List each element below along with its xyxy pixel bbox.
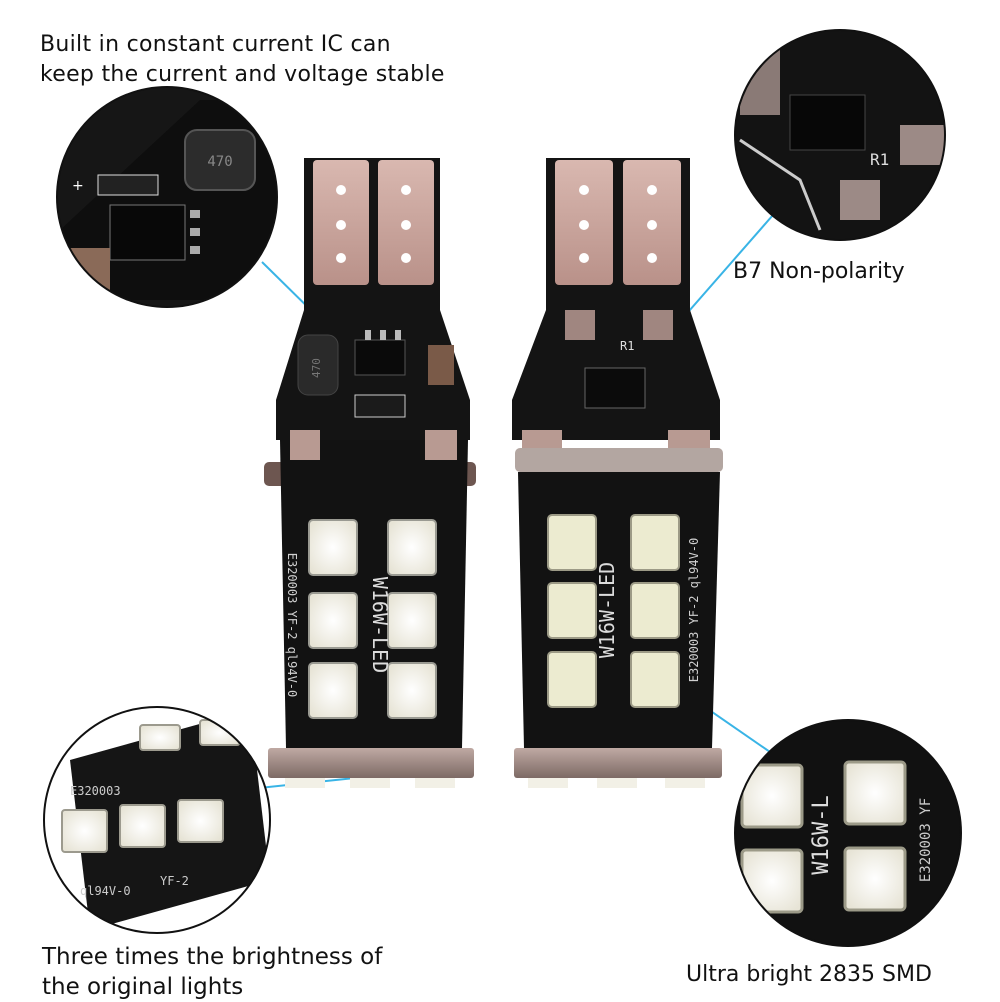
zoom-circle bbox=[734, 719, 962, 947]
inductor bbox=[297, 334, 339, 396]
led bbox=[630, 582, 680, 639]
led bbox=[630, 514, 680, 571]
pcb-code: E320003 YF-2 ql94V-0 bbox=[285, 553, 299, 698]
model-label: W16W-LED bbox=[595, 562, 619, 658]
zoom-brightness: E320003 YF-2 ql94V-0 bbox=[43, 706, 271, 934]
bulb-left: 470 W16W-LED E320003 YF-2 ql94V-0 bbox=[264, 158, 476, 788]
led-array-right bbox=[547, 514, 680, 708]
resistor-label: R1 bbox=[620, 339, 634, 353]
zoom-smd-leds: W16W-L E320003 YF bbox=[734, 719, 962, 947]
svg-text:ql94V-0: ql94V-0 bbox=[80, 884, 131, 898]
bulb-right: R1 W16W-LED E320003 YF-2 ql94V-0 bbox=[512, 158, 723, 788]
wire-band bbox=[515, 448, 723, 472]
led bbox=[740, 848, 804, 914]
led bbox=[547, 514, 597, 571]
led bbox=[139, 724, 181, 751]
svg-text:+: + bbox=[72, 178, 84, 194]
led bbox=[547, 651, 597, 708]
capacitor bbox=[70, 248, 110, 298]
svg-text:W16W-L: W16W-L bbox=[809, 795, 834, 874]
b7-bridge-chip bbox=[584, 367, 646, 409]
model-label: W16W-LED bbox=[368, 577, 392, 673]
bulb-base bbox=[268, 748, 474, 778]
led bbox=[387, 592, 437, 649]
led-array-left bbox=[308, 519, 437, 719]
capacitor bbox=[428, 345, 454, 385]
caption-constant-current: Built in constant current IC can keep th… bbox=[40, 32, 445, 87]
led bbox=[61, 809, 108, 853]
led bbox=[199, 719, 241, 746]
led bbox=[547, 582, 597, 639]
zoom-circle bbox=[56, 86, 278, 308]
led bbox=[630, 651, 680, 708]
svg-text:YF-2: YF-2 bbox=[160, 874, 189, 888]
bulb-base bbox=[514, 748, 722, 778]
caption-brightness: Three times the brightness of the origin… bbox=[42, 944, 383, 1000]
svg-text:E320003 YF: E320003 YF bbox=[918, 798, 934, 882]
led bbox=[177, 799, 224, 843]
pcb-code: E320003 YF-2 ql94V-0 bbox=[687, 538, 701, 683]
zoom-constant-current-ic: 470 + bbox=[56, 86, 278, 308]
led bbox=[387, 519, 437, 576]
zoom-b7-bridge: R1 bbox=[734, 29, 946, 241]
led bbox=[119, 804, 166, 848]
ic-chip bbox=[109, 204, 186, 261]
svg-text:470: 470 bbox=[207, 154, 232, 170]
ic-chip bbox=[354, 339, 406, 376]
led bbox=[843, 846, 907, 912]
b7-bridge-chip bbox=[789, 94, 866, 151]
zoom-circle bbox=[43, 706, 271, 934]
zoom-circle bbox=[734, 29, 946, 241]
svg-text:E320003: E320003 bbox=[70, 784, 121, 798]
led bbox=[843, 760, 907, 826]
caption-smd: Ultra bright 2835 SMD bbox=[686, 962, 932, 987]
led bbox=[308, 519, 358, 576]
caption-non-polarity: B7 Non-polarity bbox=[733, 259, 905, 284]
led bbox=[308, 662, 358, 719]
led bbox=[387, 662, 437, 719]
svg-text:470: 470 bbox=[310, 358, 323, 378]
led bbox=[308, 592, 358, 649]
inductor bbox=[184, 129, 256, 191]
svg-text:R1: R1 bbox=[870, 150, 889, 169]
